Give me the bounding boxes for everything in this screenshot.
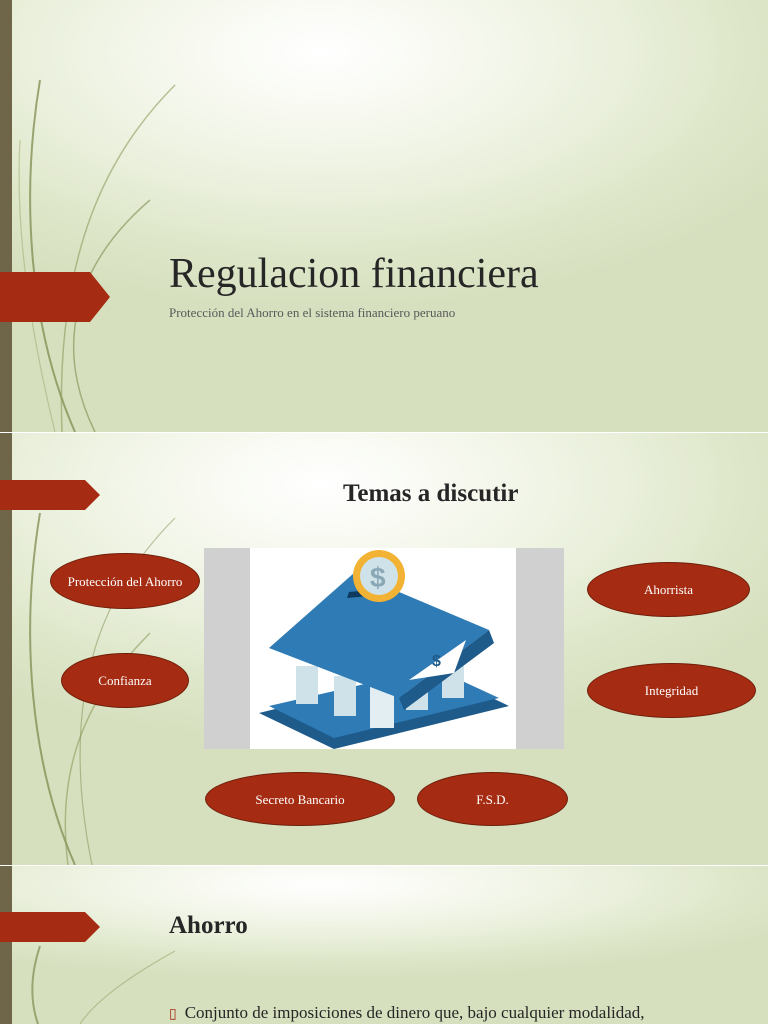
bullet-marker: ▯ — [169, 1007, 177, 1022]
section-title: Ahorro — [169, 912, 248, 939]
title-tab-arrow — [0, 272, 110, 322]
bank-dollar-icon: $ $ — [204, 548, 564, 749]
bullet-item: ▯ Conjunto de imposiciones de dinero que,… — [169, 1003, 759, 1023]
slide-title: Regulacion financiera Protección del Aho… — [0, 0, 768, 432]
topic-oval-ahorrista: Ahorrista — [587, 562, 750, 617]
topic-oval-secreto-bancario: Secreto Bancario — [205, 772, 395, 826]
section-title: Temas a discutir — [343, 480, 519, 507]
topic-oval-proteccion: Protección del Ahorro — [50, 553, 200, 609]
coin-dollar-label: $ — [370, 562, 386, 593]
swoosh-decoration — [18, 79, 176, 432]
section-tab-arrow — [0, 912, 100, 942]
topic-oval-fsd: F.S.D. — [417, 772, 568, 826]
roof-dollar-label: $ — [432, 653, 441, 670]
slide-ahorro: Ahorro ▯ Conjunto de imposiciones de dine… — [0, 866, 768, 1024]
topic-oval-confianza: Confianza — [61, 653, 189, 708]
swoosh-decoration — [31, 945, 176, 1024]
section-tab-arrow — [0, 480, 100, 510]
slide-topics: Temas a discutir $ $ Protección del Ahor… — [0, 433, 768, 865]
slide-edge-bar — [0, 866, 12, 1024]
page-title: Regulacion financiera — [169, 251, 539, 297]
bullet-text: Conjunto de imposiciones de dinero que, … — [184, 1003, 645, 1022]
slide-edge-bar — [0, 0, 12, 432]
topic-oval-integridad: Integridad — [587, 663, 756, 718]
slide-edge-bar — [0, 433, 12, 865]
page-subtitle: Protección del Ahorro en el sistema fina… — [169, 305, 456, 320]
